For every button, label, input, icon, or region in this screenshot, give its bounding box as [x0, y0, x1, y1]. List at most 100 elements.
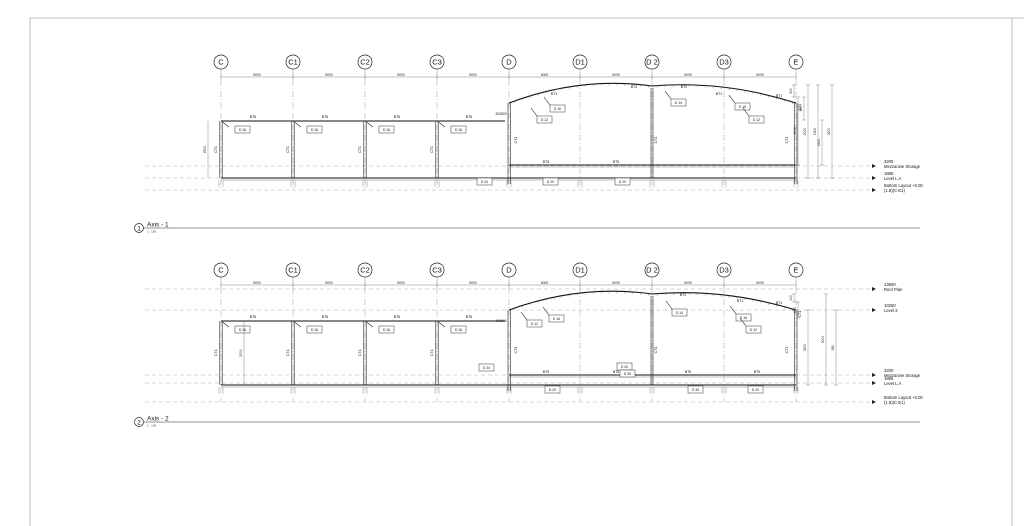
roof-brace — [543, 96, 551, 106]
level-marker-icon — [872, 176, 876, 180]
member-tag-box — [306, 325, 323, 334]
level-marker-icon — [872, 381, 876, 385]
roof-member-label: BT2 — [680, 293, 687, 297]
vertical-dimension-value: 1500 — [813, 128, 817, 136]
member-tag-box — [306, 125, 323, 134]
member-tag-box — [734, 102, 751, 111]
member-tag-label: D 20 — [549, 388, 556, 392]
level-value: 1885 — [884, 376, 894, 381]
member-tag-label: D 16 — [553, 317, 560, 321]
grid-bubble-d: D — [501, 54, 517, 70]
haunch-brace — [294, 121, 302, 128]
member-tag: D 24 — [478, 363, 495, 372]
column-label: CT1 — [430, 350, 434, 357]
grid-bubble-d3: D3 — [716, 54, 732, 70]
member-tag: D 16 — [378, 325, 395, 334]
grid-bubble-c3: C3 — [429, 262, 445, 278]
roof-arch-left — [508, 82, 653, 104]
bay-dimension: 6000 — [541, 281, 549, 285]
vertical-dimension-value: 3000 — [793, 127, 797, 135]
roof-brace — [729, 305, 737, 315]
grid-label: D 2 — [646, 58, 658, 67]
member-tag: D 16 — [734, 102, 751, 111]
mezzanine-beam-label: BT5 — [754, 370, 761, 374]
grid-bubble-d1: D1 — [572, 54, 588, 70]
member-tag-box — [450, 125, 467, 134]
roof-arch-right — [651, 292, 797, 311]
member-tag: D 16 — [450, 325, 467, 334]
member-tag-label: D 14 — [675, 101, 682, 105]
column-label: CT1 — [798, 311, 802, 318]
member-tag-box — [450, 325, 467, 334]
grid-bubble-d2: D 2 — [644, 262, 660, 278]
vertical-dimension-value: 2500 — [203, 146, 207, 154]
column-label: CT1 — [358, 146, 362, 153]
roof-brace — [742, 107, 750, 117]
beam-label: BT6 — [250, 115, 257, 119]
column-label: CT1 — [358, 350, 362, 357]
view-number: 2 — [137, 419, 141, 426]
member-tag-label: D 16 — [311, 128, 318, 132]
roof-brace — [665, 300, 673, 310]
beam-label: BT6 — [322, 315, 329, 319]
roof-brace — [728, 94, 736, 104]
roof-brace — [664, 90, 672, 100]
member-tag-label: D 30 — [692, 388, 699, 392]
vertical-dimension-value: 100 — [789, 295, 793, 301]
view-title-text: Axis - 2 — [147, 416, 169, 423]
level-value: 3200 — [884, 159, 894, 164]
mezzanine-beam-label: BT5 — [543, 160, 550, 164]
roof-member-label: BT2 — [631, 85, 638, 89]
grid-bubble-d1: D1 — [572, 262, 588, 278]
member-tag-box — [544, 385, 561, 394]
vertical-dimension-value: 3000 — [821, 336, 825, 344]
bay-dimension: 6000 — [612, 281, 620, 285]
member-tag-label: D 12 — [541, 118, 548, 122]
member-tag-label: D 16 — [239, 328, 246, 332]
beam-label: BT6 — [394, 315, 401, 319]
roof-brace — [530, 107, 538, 117]
member-tag: D 12 — [536, 115, 553, 124]
roof-brace — [739, 317, 747, 327]
member-tag: D 20 — [747, 385, 764, 394]
level-marker-icon — [872, 164, 876, 168]
vertical-dimension-value: 3000 — [239, 349, 243, 357]
grid-label: D 2 — [646, 266, 658, 275]
grid-bubble-c1: C1 — [285, 54, 301, 70]
member-tag-box — [234, 325, 251, 334]
column-mark: 400500 — [495, 319, 506, 323]
level-marker-icon — [872, 373, 876, 377]
member-tag-label: D 20 — [621, 365, 628, 369]
roof-member-label: BT1 — [776, 301, 783, 305]
member-tag: D 20 — [616, 362, 633, 371]
member-tag: D 16 — [548, 314, 565, 323]
haunch-brace — [366, 321, 374, 328]
column-label: CT1 — [430, 146, 434, 153]
roof-arch-right — [651, 84, 797, 104]
member-tag: D 16 — [378, 125, 395, 134]
member-tag-box — [536, 115, 553, 124]
grid-bubble-c1: C1 — [285, 262, 301, 278]
haunch-brace — [222, 321, 230, 328]
member-tag-label: D 20 — [752, 388, 759, 392]
vertical-dimension-value: 650 — [793, 307, 797, 313]
level-name: Roof Plan — [884, 287, 903, 292]
member-tag-label: D 16 — [455, 328, 462, 332]
vertical-dimension-value: 850 — [799, 106, 803, 112]
member-tag: D 12 — [745, 325, 762, 334]
roof-member-label: BT2 — [681, 85, 688, 89]
view-number-circle — [134, 417, 144, 427]
column-mark: 400500 — [495, 112, 506, 116]
mezzanine-beam-label: BT5 — [613, 160, 620, 164]
member-tag-box — [378, 325, 395, 334]
level-value: 1885 — [884, 171, 894, 176]
haunch-brace — [222, 121, 230, 128]
column-label: CT1 — [785, 347, 789, 354]
grid-label: C3 — [432, 266, 442, 275]
vertical-dimension-value: 950 — [831, 345, 835, 351]
roof-brace — [520, 311, 528, 321]
member-tag-label: D 12 — [531, 322, 538, 326]
view-title-text: Axis - 1 — [147, 222, 169, 229]
